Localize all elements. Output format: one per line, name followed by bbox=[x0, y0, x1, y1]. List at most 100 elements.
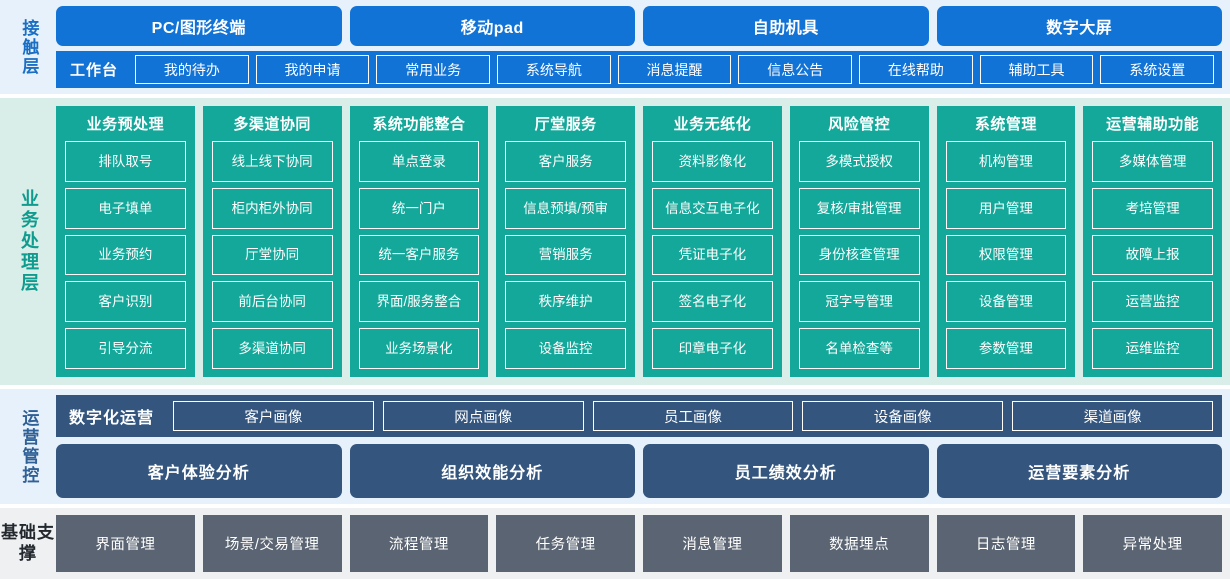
business-item[interactable]: 排队取号 bbox=[65, 141, 186, 182]
base-layer-label: 基础支撑 bbox=[1, 523, 55, 563]
business-item[interactable]: 客户服务 bbox=[505, 141, 626, 182]
business-item[interactable]: 机构管理 bbox=[945, 141, 1067, 182]
column-title: 系统功能整合 bbox=[372, 116, 466, 133]
analysis-operation-elements[interactable]: 运营要素分析 bbox=[936, 444, 1222, 498]
touch-layer-body: PC/图形终端 移动pad 自助机具 数字大屏 工作台 我的待办 我的申请 常用… bbox=[56, 6, 1222, 88]
business-item[interactable]: 单点登录 bbox=[358, 141, 480, 182]
business-item[interactable]: 用户管理 bbox=[945, 187, 1067, 229]
workbench-item-auxiliary-tools[interactable]: 辅助工具 bbox=[979, 55, 1094, 84]
business-layer-label: 业务处理层 bbox=[18, 189, 39, 294]
business-item[interactable]: 考培管理 bbox=[1092, 187, 1213, 229]
base-item-log-management[interactable]: 日志管理 bbox=[936, 515, 1076, 572]
business-item[interactable]: 客户识别 bbox=[65, 281, 186, 323]
channel-digital-screen[interactable]: 数字大屏 bbox=[936, 6, 1222, 46]
portrait-employee[interactable]: 员工画像 bbox=[592, 401, 794, 431]
business-item[interactable]: 前后台协同 bbox=[211, 281, 333, 323]
business-item[interactable]: 信息交互电子化 bbox=[652, 187, 773, 229]
workbench-item-common-business[interactable]: 常用业务 bbox=[376, 55, 491, 84]
business-item[interactable]: 故障上报 bbox=[1092, 234, 1213, 276]
business-item[interactable]: 印章电子化 bbox=[652, 328, 773, 369]
business-item[interactable]: 统一门户 bbox=[358, 187, 480, 229]
column-title: 业务无纸化 bbox=[673, 116, 752, 133]
workbench-item-information-bulletin[interactable]: 信息公告 bbox=[738, 55, 853, 84]
analysis-customer-experience[interactable]: 客户体验分析 bbox=[56, 444, 342, 498]
business-item[interactable]: 引导分流 bbox=[65, 328, 186, 369]
business-item[interactable]: 资料影像化 bbox=[652, 141, 773, 182]
analysis-organization-efficiency[interactable]: 组织效能分析 bbox=[349, 444, 635, 498]
business-column-system-integration: 系统功能整合 单点登录 统一门户 统一客户服务 界面/服务整合 业务场景化 bbox=[349, 106, 489, 377]
business-layer-body: 业务预处理 排队取号 电子填单 业务预约 客户识别 引导分流 多渠道协同 线上线… bbox=[56, 106, 1222, 377]
business-item[interactable]: 秩序维护 bbox=[505, 281, 626, 323]
business-item[interactable]: 身份核查管理 bbox=[798, 234, 920, 276]
operation-layer-label: 运营管控 bbox=[19, 408, 39, 485]
workbench-row: 工作台 我的待办 我的申请 常用业务 系统导航 消息提醒 信息公告 在线帮助 辅… bbox=[56, 51, 1222, 88]
channel-row: PC/图形终端 移动pad 自助机具 数字大屏 bbox=[56, 6, 1222, 46]
workbench-item-system-settings[interactable]: 系统设置 bbox=[1100, 55, 1215, 84]
business-column-preprocessing: 业务预处理 排队取号 电子填单 业务预约 客户识别 引导分流 bbox=[56, 106, 195, 377]
workbench-item-message-reminder[interactable]: 消息提醒 bbox=[617, 55, 732, 84]
business-column-paperless: 业务无纸化 资料影像化 信息交互电子化 凭证电子化 签名电子化 印章电子化 bbox=[643, 106, 782, 377]
base-item-task-management[interactable]: 任务管理 bbox=[496, 515, 635, 572]
business-item[interactable]: 运营监控 bbox=[1092, 281, 1213, 323]
analysis-employee-performance[interactable]: 员工绩效分析 bbox=[643, 444, 929, 498]
business-item[interactable]: 权限管理 bbox=[945, 234, 1067, 276]
workbench-item-system-navigation[interactable]: 系统导航 bbox=[497, 55, 611, 84]
column-title: 厅堂服务 bbox=[534, 116, 597, 133]
portrait-device[interactable]: 设备画像 bbox=[802, 401, 1004, 431]
business-item[interactable]: 电子填单 bbox=[65, 187, 186, 229]
workbench-item-online-help[interactable]: 在线帮助 bbox=[859, 55, 973, 84]
operation-layer-band: 运营管控 数字化运营 客户画像 网点画像 员工画像 设备画像 渠道画像 客户体验… bbox=[0, 389, 1230, 504]
business-item[interactable]: 复核/审批管理 bbox=[798, 187, 920, 229]
business-layer-band: 业务处理层 业务预处理 排队取号 电子填单 业务预约 客户识别 引导分流 多渠道… bbox=[0, 98, 1230, 385]
business-item[interactable]: 业务预约 bbox=[65, 234, 186, 276]
column-title: 多渠道协同 bbox=[233, 116, 311, 133]
portrait-customer[interactable]: 客户画像 bbox=[173, 401, 374, 431]
business-item[interactable]: 信息预填/预审 bbox=[505, 187, 626, 229]
base-layer-body: 界面管理 场景/交易管理 流程管理 任务管理 消息管理 数据埋点 日志管理 异常… bbox=[56, 515, 1222, 572]
portrait-branch[interactable]: 网点画像 bbox=[382, 401, 584, 431]
business-item[interactable]: 柜内柜外协同 bbox=[211, 187, 333, 229]
business-column-multichannel: 多渠道协同 线上线下协同 柜内柜外协同 厅堂协同 前后台协同 多渠道协同 bbox=[202, 106, 342, 377]
base-item-message-management[interactable]: 消息管理 bbox=[643, 515, 782, 572]
business-item[interactable]: 冠字号管理 bbox=[798, 281, 920, 323]
business-item[interactable]: 业务场景化 bbox=[358, 328, 480, 369]
channel-mobile-pad[interactable]: 移动pad bbox=[349, 6, 635, 46]
base-layer-band: 基础支撑 界面管理 场景/交易管理 流程管理 任务管理 消息管理 数据埋点 日志… bbox=[0, 508, 1230, 579]
workbench-item-my-todo[interactable]: 我的待办 bbox=[135, 55, 249, 84]
base-item-exception-handling[interactable]: 异常处理 bbox=[1083, 515, 1222, 572]
channel-pc[interactable]: PC/图形终端 bbox=[56, 6, 342, 46]
business-item[interactable]: 厅堂协同 bbox=[211, 234, 333, 276]
base-items-row: 界面管理 场景/交易管理 流程管理 任务管理 消息管理 数据埋点 日志管理 异常… bbox=[56, 515, 1222, 572]
column-title: 系统管理 bbox=[974, 116, 1037, 133]
business-item[interactable]: 多渠道协同 bbox=[211, 328, 333, 369]
analysis-row: 客户体验分析 组织效能分析 员工绩效分析 运营要素分析 bbox=[56, 444, 1222, 498]
column-title: 运营辅助功能 bbox=[1106, 116, 1200, 133]
base-item-data-tracking[interactable]: 数据埋点 bbox=[789, 515, 929, 572]
workbench-item-my-application[interactable]: 我的申请 bbox=[255, 55, 370, 84]
business-item[interactable]: 运维监控 bbox=[1092, 328, 1213, 369]
business-item[interactable]: 名单检查等 bbox=[798, 328, 920, 369]
business-item[interactable]: 统一客户服务 bbox=[358, 234, 480, 276]
business-item[interactable]: 营销服务 bbox=[505, 234, 626, 276]
workbench-title: 工作台 bbox=[70, 62, 119, 79]
business-item[interactable]: 多媒体管理 bbox=[1092, 141, 1213, 182]
column-title: 风险管控 bbox=[828, 116, 891, 133]
portrait-channel[interactable]: 渠道画像 bbox=[1012, 401, 1213, 431]
touch-layer-band: 接触层 PC/图形终端 移动pad 自助机具 数字大屏 工作台 我的待办 我的申… bbox=[0, 0, 1230, 94]
business-item[interactable]: 界面/服务整合 bbox=[358, 281, 480, 323]
business-column-operation-support: 运营辅助功能 多媒体管理 考培管理 故障上报 运营监控 运维监控 bbox=[1083, 106, 1222, 377]
channel-self-service[interactable]: 自助机具 bbox=[643, 6, 929, 46]
digital-operation-row: 数字化运营 客户画像 网点画像 员工画像 设备画像 渠道画像 bbox=[56, 395, 1222, 437]
business-item[interactable]: 参数管理 bbox=[945, 328, 1067, 369]
base-item-scenario-transaction-management[interactable]: 场景/交易管理 bbox=[202, 515, 342, 572]
business-column-hall-service: 厅堂服务 客户服务 信息预填/预审 营销服务 秩序维护 设备监控 bbox=[496, 106, 635, 377]
business-item[interactable]: 凭证电子化 bbox=[652, 234, 773, 276]
business-item[interactable]: 设备监控 bbox=[505, 328, 626, 369]
business-item[interactable]: 多模式授权 bbox=[798, 141, 920, 182]
base-item-interface-management[interactable]: 界面管理 bbox=[56, 515, 195, 572]
business-item[interactable]: 线上线下协同 bbox=[211, 141, 333, 182]
base-item-process-management[interactable]: 流程管理 bbox=[349, 515, 489, 572]
business-item[interactable]: 签名电子化 bbox=[652, 281, 773, 323]
business-item[interactable]: 设备管理 bbox=[945, 281, 1067, 323]
